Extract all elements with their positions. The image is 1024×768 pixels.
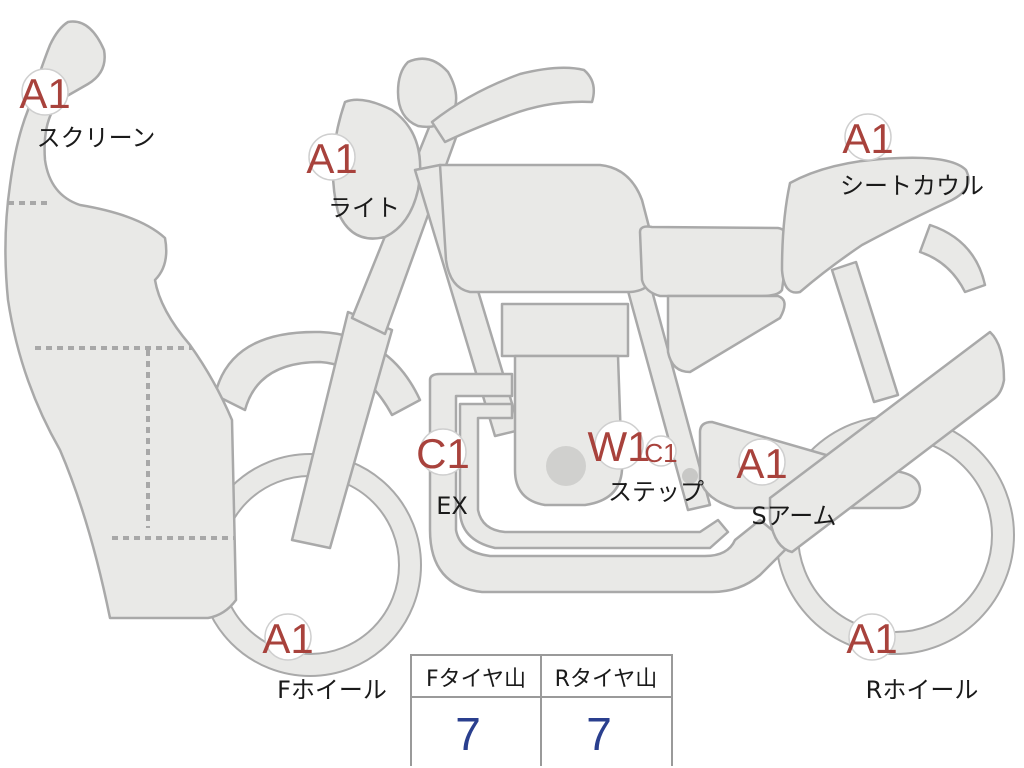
side-cover <box>666 294 786 374</box>
part-callout-ex[interactable]: C1 EX <box>416 428 470 520</box>
part-callout-swingarm[interactable]: A1 Sアーム <box>736 438 837 530</box>
grade-swingarm: A1 <box>736 440 787 487</box>
part-callout-front-wheel[interactable]: A1 Fホイール <box>262 613 387 704</box>
handlebar <box>430 66 595 144</box>
rear-fender <box>918 223 987 294</box>
front-fork <box>290 310 394 550</box>
part-callout-screen[interactable]: A1 スクリーン <box>19 68 156 152</box>
grade-step-secondary: C1 <box>644 438 677 468</box>
part-callout-seat-cowl[interactable]: A1 シートカウル <box>840 113 984 200</box>
motorcycle-silhouette <box>4 20 1015 677</box>
part-callout-light[interactable]: A1 ライト <box>306 133 400 222</box>
engine-cover <box>546 446 586 486</box>
step-peg-pivot <box>682 468 698 484</box>
engine-head <box>500 302 630 358</box>
grade-light: A1 <box>306 135 357 182</box>
table-header-front-tire: Fタイヤ山 <box>426 667 526 692</box>
grade-screen: A1 <box>19 70 70 117</box>
part-callout-rear-wheel[interactable]: A1 Rホイール <box>846 613 979 704</box>
exhaust-pipe-inner <box>458 402 730 550</box>
grade-rear-wheel: A1 <box>846 615 897 662</box>
label-swingarm: Sアーム <box>751 502 836 530</box>
front-fairing <box>4 20 238 620</box>
table-value-front-tire: 7 <box>455 708 481 760</box>
label-screen: スクリーン <box>37 124 156 152</box>
grade-ex: C1 <box>416 430 470 477</box>
tire-tread-table: Fタイヤ山 Rタイヤ山 7 7 <box>410 654 673 766</box>
label-step: ステップ <box>608 478 704 506</box>
label-front-wheel: Fホイール <box>277 676 387 704</box>
front-fender <box>213 330 422 417</box>
grade-seat-cowl: A1 <box>842 115 893 162</box>
grade-step: W1 <box>588 423 651 470</box>
swing-arm-brace <box>768 330 1006 554</box>
label-rear-wheel: Rホイール <box>866 676 979 704</box>
fuel-tank <box>438 163 658 294</box>
label-light: ライト <box>328 194 400 222</box>
table-value-rear-tire: 7 <box>586 708 612 760</box>
label-ex: EX <box>436 492 468 520</box>
headlight <box>331 98 422 240</box>
rear-shock <box>830 260 900 404</box>
table-header-rear-tire: Rタイヤ山 <box>555 667 658 692</box>
engine-block <box>513 354 624 507</box>
part-callout-step[interactable]: W1 C1 ステップ <box>588 420 705 506</box>
exhaust-pipe-outer <box>428 372 792 594</box>
grade-front-wheel: A1 <box>262 615 313 662</box>
label-seat-cowl: シートカウル <box>840 172 984 200</box>
seat <box>638 225 790 298</box>
seat-cowl <box>780 156 970 294</box>
